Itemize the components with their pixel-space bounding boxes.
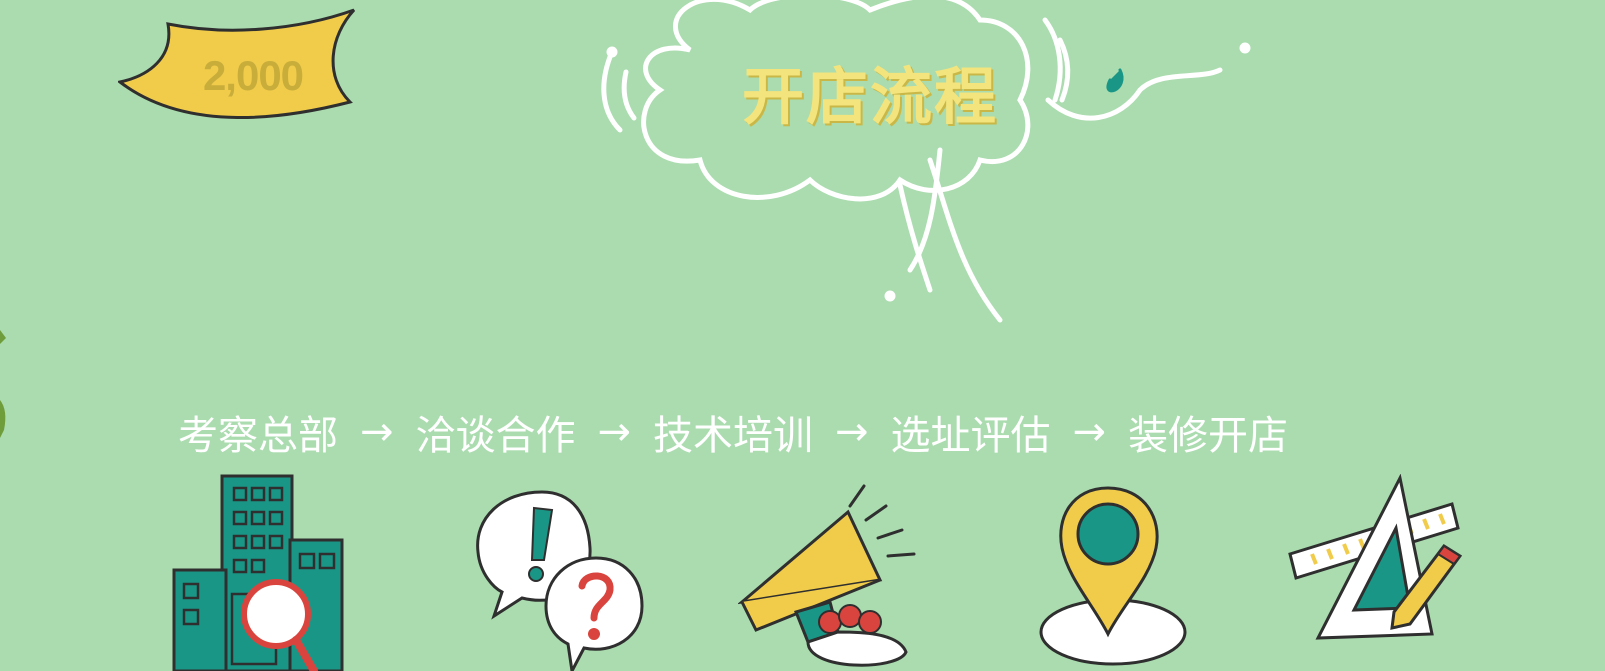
step-label-inspect-hq: 考察总部 [178, 413, 338, 459]
price-badge [118, 8, 356, 119]
arrow-icon: → [597, 409, 632, 455]
location-pin-icon [1039, 486, 1187, 666]
building-search-icon [172, 474, 344, 671]
arrow-icon: → [1072, 409, 1107, 455]
leaf-decoration [0, 330, 6, 438]
arrow-icon: → [360, 409, 394, 455]
step-label-site-selection: 选址评估 [890, 413, 1051, 459]
step-label-negotiate: 洽谈合作 [415, 413, 576, 459]
page-title: 开店流程 [741, 60, 998, 133]
ruler-pencil-icon [1288, 474, 1462, 640]
speech-bubbles-icon [476, 490, 644, 671]
process-steps: 考察总部 → 洽谈合作 → 技术培训 → 选址评估 → 装修开店 [178, 406, 1289, 459]
arrow-icon: → [835, 409, 869, 455]
megaphone-icon [738, 484, 916, 667]
step-label-decorate-open: 装修开店 [1128, 413, 1289, 459]
thought-cloud-decoration [601, 0, 1251, 323]
badge-value: 2,000 [202, 52, 304, 99]
step-label-training: 技术培训 [653, 413, 814, 459]
